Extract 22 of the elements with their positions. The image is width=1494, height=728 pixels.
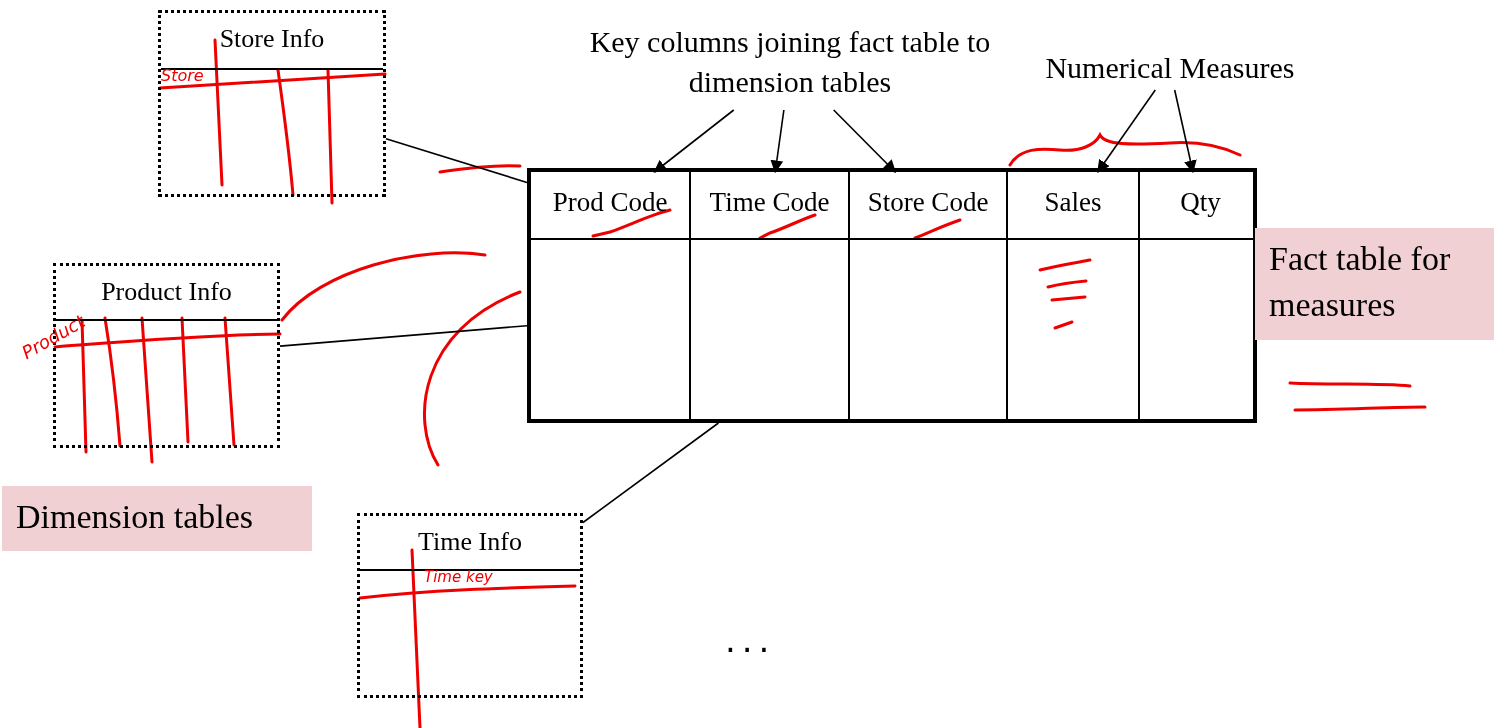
connector-line	[385, 138, 528, 184]
table-title: Product Info	[100, 276, 233, 308]
column-header: Store Code	[850, 172, 1008, 240]
highlight-band: Dimension tables	[2, 486, 312, 551]
handwritten-note: Store	[161, 66, 204, 85]
dimension-table	[158, 10, 386, 197]
column-header: Sales	[1008, 172, 1140, 240]
fact-table	[527, 168, 1257, 423]
ellipsis: ...	[725, 620, 776, 660]
arrow	[1097, 89, 1157, 174]
column-header: Prod Code	[531, 172, 691, 240]
dimension-table	[357, 513, 583, 698]
arrow	[770, 109, 785, 174]
table-title: Store Info	[218, 23, 326, 55]
connector-line	[279, 324, 528, 347]
arrow	[653, 109, 735, 173]
highlight-band: Fact table for measures	[1255, 228, 1494, 340]
connector-line	[582, 422, 720, 524]
column-header: Time Code	[691, 172, 850, 240]
arrow	[832, 109, 897, 173]
table-title: Time Info	[417, 526, 523, 558]
handwritten-note: Time key	[424, 568, 493, 586]
